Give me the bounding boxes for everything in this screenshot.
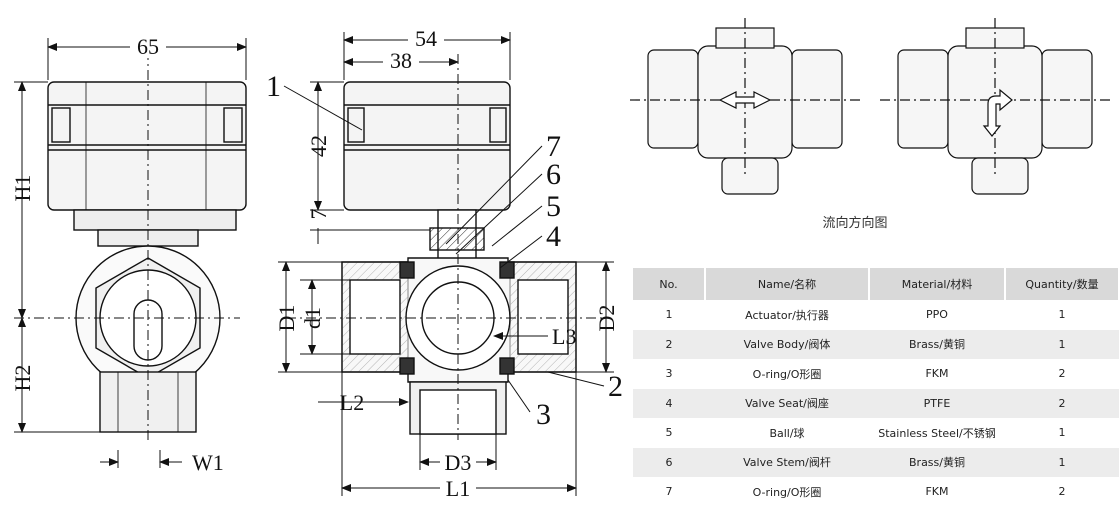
- actuator-housing: [47, 81, 247, 211]
- dim-7: 7: [306, 209, 331, 220]
- cell-name: O-ring/O形圈: [752, 485, 822, 499]
- dim-w1: W1: [192, 450, 224, 475]
- table-row: 6 Valve Stem/阀杆 Brass/黄铜 1: [633, 447, 1119, 477]
- cell-name: Ball/球: [769, 426, 805, 440]
- callout-1: 1: [266, 70, 281, 103]
- table-row: 7 O-ring/O形圈 FKM 2: [633, 477, 1119, 507]
- parts-table: No. Name/名称 Material/材料 Quantity/数量 1 Ac…: [633, 268, 1120, 507]
- cell-no: 2: [633, 329, 705, 359]
- dim-d1-inner: d1: [300, 307, 325, 329]
- callout-5: 5: [546, 190, 561, 223]
- cell-name: Actuator/执行器: [745, 308, 829, 322]
- cell-no: 3: [665, 367, 673, 381]
- callout-3: 3: [536, 398, 551, 431]
- cell-no: 6: [633, 447, 705, 477]
- callout-4: 4: [546, 220, 561, 253]
- cell-qty: 2: [1005, 388, 1119, 418]
- dim-42: 42: [306, 135, 331, 157]
- cell-no: 1: [665, 308, 673, 322]
- bottom-port: [99, 371, 197, 433]
- header-quantity: Quantity/数量: [1005, 268, 1120, 300]
- dim-l1: L1: [446, 476, 470, 501]
- cell-qty: 2: [1058, 485, 1066, 499]
- dim-65: 65: [137, 34, 159, 59]
- callout-leaders: [283, 85, 605, 413]
- dim-d1-outer: D1: [274, 305, 299, 332]
- cell-name: Valve Seat/阀座: [705, 388, 869, 418]
- table-row: 5 Ball/球 Stainless Steel/不锈钢 1: [633, 418, 1119, 448]
- dim-l2: L2: [340, 390, 364, 415]
- cell-no: 5: [665, 426, 673, 440]
- parts-table-header: No. Name/名称 Material/材料 Quantity/数量: [633, 268, 1120, 300]
- table-row: 4 Valve Seat/阀座 PTFE 2: [633, 388, 1119, 418]
- dim-d2: D2: [594, 305, 619, 332]
- mount-bracket: [73, 209, 237, 231]
- table-row: 3 O-ring/O形圈 FKM 2: [633, 359, 1119, 389]
- dim-h1: H1: [10, 175, 35, 202]
- callout-numbers: 1 2 3 4 5 6 7: [266, 70, 623, 431]
- callout-6: 6: [546, 158, 561, 191]
- front-view: [47, 81, 247, 433]
- cell-qty: 1: [1005, 447, 1119, 477]
- cell-material: PTFE: [869, 388, 1005, 418]
- side-dimensions: [278, 32, 614, 496]
- flow-diagram-turn: [880, 18, 1112, 195]
- callout-2: 2: [608, 370, 623, 403]
- dim-l3: L3: [552, 324, 576, 349]
- header-no: No.: [633, 268, 706, 300]
- cell-name: Valve Body/阀体: [705, 329, 869, 359]
- table-row: 1 Actuator/执行器 PPO 1: [633, 300, 1119, 330]
- cell-material: Brass/黄铜: [869, 329, 1005, 359]
- cell-qty: 2: [1058, 367, 1066, 381]
- front-dimensions: [14, 38, 247, 468]
- dim-54: 54: [415, 26, 437, 51]
- side-actuator: [343, 81, 511, 211]
- flow-diagram-straight: [630, 18, 862, 195]
- dim-h2: H2: [10, 365, 35, 392]
- front-dim-labels: 65 H1 H2 W1: [10, 34, 224, 475]
- cell-qty: 1: [1058, 426, 1066, 440]
- flow-direction-caption: 流向方向图: [822, 216, 888, 231]
- cell-material: Stainless Steel/不锈钢: [878, 426, 996, 440]
- dim-38: 38: [390, 48, 412, 73]
- table-row: 2 Valve Body/阀体 Brass/黄铜 1: [633, 329, 1119, 359]
- cell-name: Valve Stem/阀杆: [705, 447, 869, 477]
- cell-no: 4: [633, 388, 705, 418]
- cell-material: FKM: [925, 367, 949, 381]
- dim-d3: D3: [445, 450, 472, 475]
- cell-material: PPO: [926, 308, 948, 322]
- header-name: Name/名称: [705, 268, 870, 300]
- cell-name: O-ring/O形圈: [752, 367, 822, 381]
- cell-qty: 1: [1005, 329, 1119, 359]
- callout-7: 7: [546, 130, 561, 163]
- cell-material: FKM: [925, 485, 949, 499]
- cell-qty: 1: [1058, 308, 1066, 322]
- side-dim-labels: 54 38 42 7 D1 d1 D2 L3 L2 D3 L1: [274, 26, 619, 501]
- cell-material: Brass/黄铜: [869, 447, 1005, 477]
- cell-no: 7: [665, 485, 673, 499]
- side-view: [341, 81, 577, 435]
- header-material: Material/材料: [869, 268, 1006, 300]
